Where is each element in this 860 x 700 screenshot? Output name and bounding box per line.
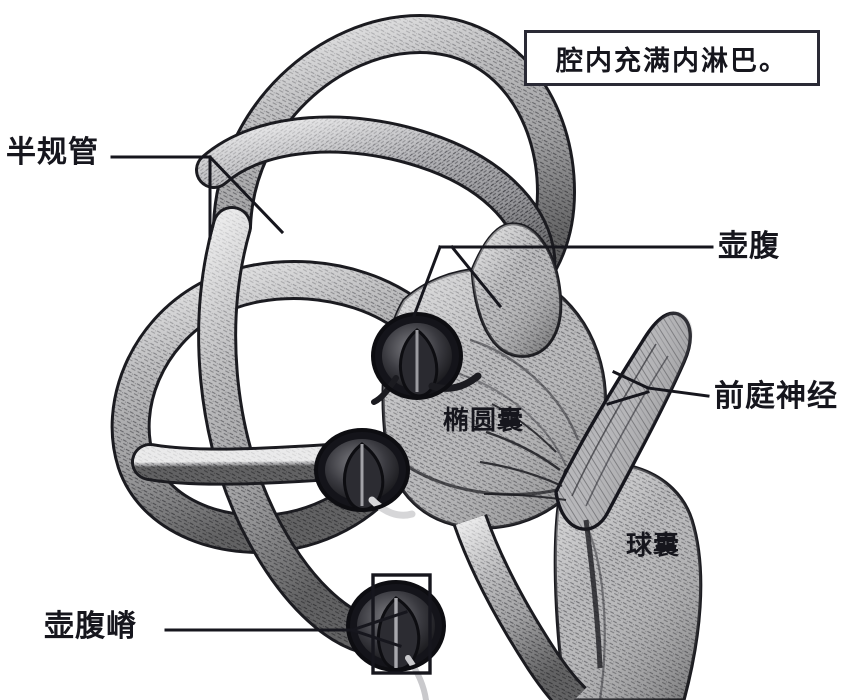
endolymphatic-duct bbox=[453, 513, 587, 700]
label-ampulla: 壶腹 bbox=[718, 229, 780, 264]
leader-semicircular-canals-b bbox=[207, 154, 285, 235]
leader-ampulla-b bbox=[449, 244, 503, 309]
leader-crista-a bbox=[350, 610, 408, 632]
caption-text: 腔内充满内淋巴。 bbox=[556, 45, 788, 77]
leader-lines bbox=[110, 154, 714, 648]
ampulla-upper-cutaway bbox=[371, 312, 482, 405]
label-vestibular-nerve: 前庭神经 bbox=[714, 379, 838, 414]
label-saccule: 球囊 bbox=[626, 531, 681, 561]
leader-crista-b bbox=[350, 628, 402, 648]
leader-ampulla-a bbox=[412, 245, 442, 318]
leader-nerve-a bbox=[612, 370, 650, 390]
label-crista-ampullaris: 壶腹嵴 bbox=[44, 609, 137, 644]
leader-nerve-trunk bbox=[646, 386, 710, 398]
caption-box: 腔内充满内淋巴。 bbox=[524, 30, 820, 86]
canal-limb-to-middle-ampulla bbox=[131, 443, 349, 486]
label-semicircular-canals: 半规管 bbox=[6, 135, 99, 170]
ampulla-middle-cutaway bbox=[314, 428, 416, 519]
label-utricle: 椭圆囊 bbox=[443, 406, 525, 436]
leader-nerve-b bbox=[606, 390, 650, 406]
ampulla-swelling bbox=[470, 222, 563, 358]
